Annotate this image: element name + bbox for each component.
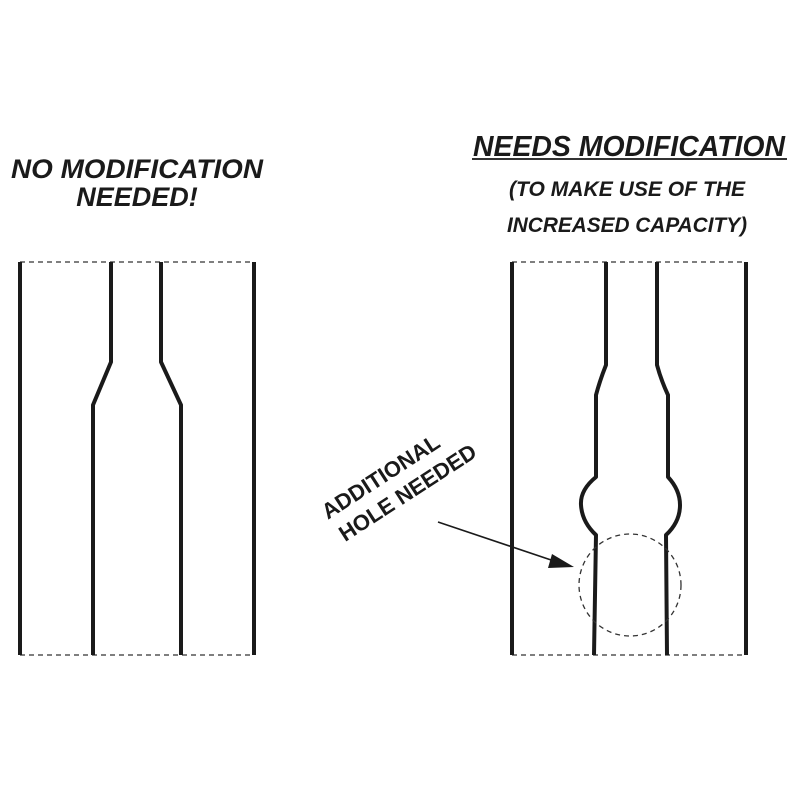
right-title: NEEDS MODIFICATION (473, 131, 786, 163)
left-title-line1: NO MODIFICATION (11, 154, 264, 184)
right-inner-wall-right (655, 262, 682, 656)
left-chamber-drawing (18, 261, 256, 656)
right-chamber-drawing (510, 261, 748, 656)
left-inner-wall-right (159, 262, 183, 655)
right-inner-wall-left (578, 262, 608, 656)
left-inner-wall-left (91, 262, 113, 655)
additional-hole-outline (578, 533, 682, 637)
left-title-line2: NEEDED! (76, 182, 198, 212)
right-subtitle-line2: INCREASED CAPACITY) (507, 214, 747, 237)
arrow-icon (437, 521, 574, 568)
right-subtitle-line1: (TO MAKE USE OF THE (509, 178, 746, 201)
